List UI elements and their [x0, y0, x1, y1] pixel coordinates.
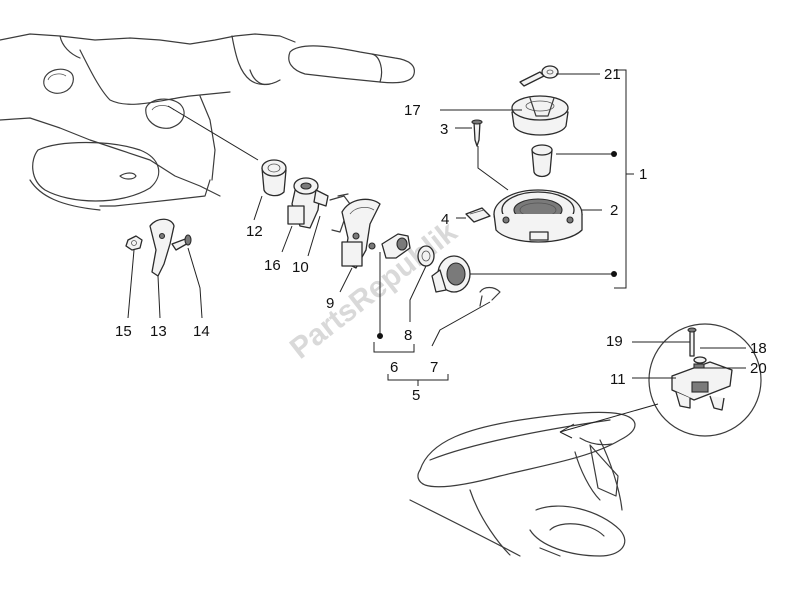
callout-9: 9	[326, 295, 334, 312]
callout-17: 17	[404, 102, 421, 119]
callout-labels: 1 2 3 4 5 6 7 8 9 10 11 12 13 14 15 16 1…	[115, 66, 767, 404]
leader-lines	[127, 69, 746, 386]
callout-13: 13	[150, 323, 167, 340]
part-13-bracket	[149, 218, 175, 277]
part-17-fuel-cap	[511, 95, 569, 136]
part-12-lock-cylinder	[261, 159, 287, 197]
callout-6: 6	[390, 359, 398, 376]
callout-3: 3	[440, 121, 448, 138]
part-20-nut	[693, 363, 705, 369]
callout-5: 5	[412, 387, 420, 404]
callout-2: 2	[610, 202, 618, 219]
callout-14: 14	[193, 323, 210, 340]
scooter-rear-outline	[409, 411, 636, 557]
callout-8: 8	[404, 327, 412, 344]
callout-20: 20	[750, 360, 767, 377]
callout-18: 18	[750, 340, 767, 357]
callout-16: 16	[264, 257, 281, 274]
part-4-clip-nut	[465, 207, 491, 223]
callout-19: 19	[606, 333, 623, 350]
callout-15: 15	[115, 323, 132, 340]
callout-21: 21	[604, 66, 621, 83]
detail-callout-circle	[559, 323, 762, 439]
callout-11: 11	[610, 371, 626, 388]
part-16-ignition-switch	[287, 177, 329, 229]
part-7-saddle-lock	[431, 255, 501, 307]
part-14-screw	[171, 234, 192, 251]
callout-7: 7	[430, 359, 438, 376]
part-8-washer	[417, 245, 435, 267]
handlebar-front-shield-outline	[0, 33, 415, 211]
part-18-washer	[693, 356, 707, 364]
part-19-bolt	[687, 327, 697, 357]
part-3-screw	[471, 119, 483, 147]
callout-10: 10	[292, 259, 309, 276]
part-11-seat-lock-bracket	[671, 361, 733, 411]
callout-1: 1	[639, 166, 647, 183]
part-1-filler-sleeve	[531, 144, 553, 178]
part-15-nut	[125, 235, 143, 251]
callout-4: 4	[441, 211, 449, 228]
callout-12: 12	[246, 223, 263, 240]
part-9-immobilizer-bracket	[341, 198, 381, 269]
part-6-lock-insert	[381, 233, 411, 259]
part-21-key	[519, 65, 559, 87]
part-2-fuel-filler-flange	[493, 189, 583, 243]
